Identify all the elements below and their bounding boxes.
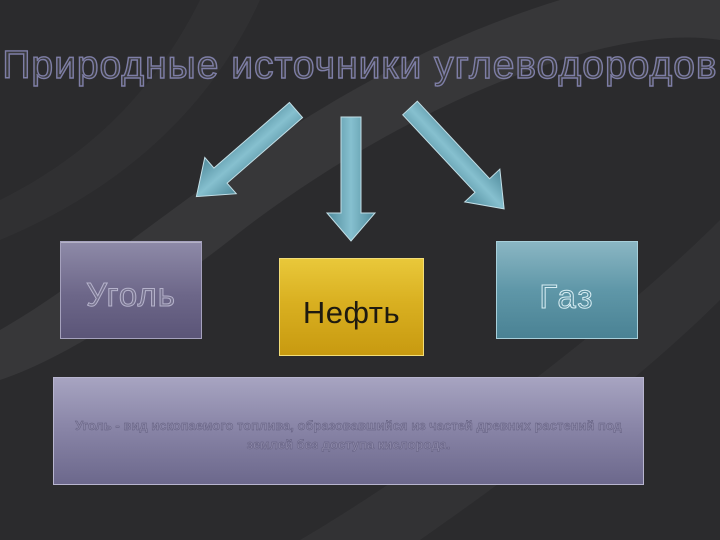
description-box: Уголь - вид ископаемого топлива, образов…	[53, 377, 644, 485]
arrow-to-oil-icon	[325, 116, 377, 242]
arrow-to-gas-icon	[401, 100, 505, 210]
oil-label: Нефть	[302, 295, 401, 330]
gas-box: Газ	[496, 241, 638, 339]
oil-box: Нефть	[279, 258, 424, 356]
arrow-to-coal-icon	[195, 101, 304, 198]
gas-label: Газ	[539, 278, 595, 316]
coal-box: Уголь	[60, 241, 202, 339]
description-text: Уголь - вид ископаемого топлива, образов…	[75, 418, 622, 452]
slide-title: Природные источники углеводородов	[2, 43, 718, 87]
coal-label: Уголь	[86, 276, 176, 314]
